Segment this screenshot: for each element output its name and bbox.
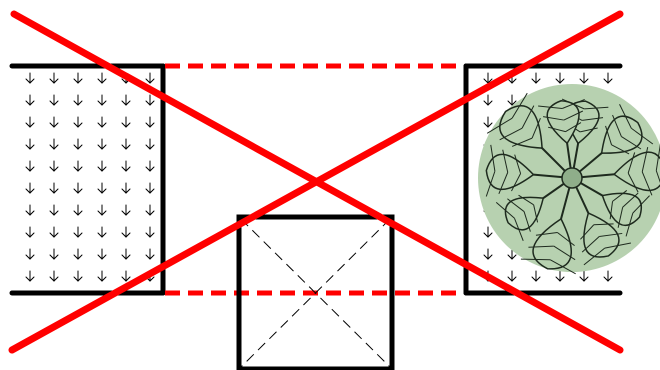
grass-arrow-icon	[531, 270, 541, 282]
grass-arrow-icon	[73, 270, 83, 282]
grass-arrow-icon	[483, 226, 493, 238]
grass-arrow-icon	[25, 270, 35, 282]
grass-arrow-icon	[73, 204, 83, 216]
grass-arrow-icon	[49, 116, 59, 128]
pad-box	[236, 214, 395, 370]
grass-arrow-icon	[121, 248, 131, 260]
grass-arrow-icon	[97, 270, 107, 282]
grass-arrow-icon	[25, 182, 35, 194]
tree-leaf	[485, 144, 573, 197]
grass-arrow-icon	[121, 160, 131, 172]
tree-leaf	[520, 177, 576, 275]
tree-leaf	[486, 92, 573, 179]
grass-arrow-icon	[25, 138, 35, 150]
grass-arrow-icon	[483, 248, 493, 260]
grass-arrow-icon	[121, 226, 131, 238]
grass-arrow-icon	[49, 204, 59, 216]
grass-arrow-icon	[121, 116, 131, 128]
grass-arrow-icon	[507, 248, 517, 260]
removed-segments	[165, 63, 464, 296]
grass-arrow-icon	[97, 160, 107, 172]
grass-arrow-icon	[145, 182, 155, 194]
grass-arrow-icon	[603, 72, 613, 84]
grass-arrow-icon	[97, 204, 107, 216]
wall-lines	[9, 63, 623, 296]
grass-arrow-icon	[145, 226, 155, 238]
tree-leaf	[571, 104, 654, 179]
grass-arrow-icon	[49, 248, 59, 260]
grass-arrow-icon	[97, 248, 107, 260]
grass-arrow-icon	[121, 138, 131, 150]
tree-canopy-icon	[478, 84, 660, 275]
grass-arrow-icon	[73, 248, 83, 260]
grass-arrow-icon	[121, 270, 131, 282]
grass-arrow-icon	[145, 116, 155, 128]
grass-arrow-icon	[49, 270, 59, 282]
grass-arrow-icon	[49, 94, 59, 106]
grass-arrow-icon	[507, 270, 517, 282]
grass-arrow-icon	[145, 204, 155, 216]
grass-arrow-icon	[145, 72, 155, 84]
grass-arrow-icon	[579, 72, 589, 84]
left-grass-pattern	[25, 72, 155, 282]
grass-arrow-icon	[579, 270, 589, 282]
grass-arrow-icon	[49, 226, 59, 238]
grass-arrow-icon	[49, 160, 59, 172]
grass-arrow-icon	[121, 204, 131, 216]
grass-arrow-icon	[97, 94, 107, 106]
tree-leaf	[571, 177, 632, 266]
grass-arrow-icon	[531, 72, 541, 84]
grass-arrow-icon	[73, 72, 83, 84]
grass-arrow-icon	[25, 226, 35, 238]
grass-arrow-icon	[555, 72, 565, 84]
grass-arrow-icon	[145, 248, 155, 260]
grass-arrow-icon	[73, 160, 83, 172]
grass-arrow-icon	[25, 204, 35, 216]
grass-arrow-icon	[97, 72, 107, 84]
tree-trunk	[561, 167, 583, 189]
grass-arrow-icon	[483, 94, 493, 106]
grass-arrow-icon	[73, 226, 83, 238]
grass-arrow-icon	[25, 72, 35, 84]
grass-arrow-icon	[483, 116, 493, 128]
grass-arrow-icon	[555, 270, 565, 282]
tree-leaf	[571, 143, 660, 196]
grass-arrow-icon	[73, 182, 83, 194]
strike-line-b	[8, 10, 624, 354]
grass-arrow-icon	[145, 138, 155, 150]
grass-arrow-icon	[603, 270, 613, 282]
tree-leaf	[538, 98, 585, 179]
grass-arrow-icon	[97, 226, 107, 238]
grass-arrow-icon	[97, 116, 107, 128]
grass-arrow-icon	[73, 94, 83, 106]
grass-arrow-icon	[145, 160, 155, 172]
grass-arrow-icon	[121, 182, 131, 194]
grass-arrow-icon	[49, 72, 59, 84]
grass-arrow-icon	[73, 116, 83, 128]
grass-arrow-icon	[25, 116, 35, 128]
pad-diagonal-b	[240, 218, 391, 368]
left-lawn-bed	[25, 72, 155, 282]
grass-arrow-icon	[121, 94, 131, 106]
grass-arrow-icon	[25, 94, 35, 106]
right-lawn-bed	[478, 72, 660, 282]
tree-leaf	[495, 177, 573, 242]
grass-arrow-icon	[97, 182, 107, 194]
grass-arrow-icon	[49, 138, 59, 150]
grass-arrow-icon	[25, 160, 35, 172]
tree-leaf	[571, 177, 650, 237]
grass-arrow-icon	[97, 138, 107, 150]
strike-x	[8, 10, 624, 354]
pad-outline	[236, 214, 395, 370]
grass-arrow-icon	[507, 94, 517, 106]
grass-arrow-icon	[25, 248, 35, 260]
grass-arrow-icon	[145, 94, 155, 106]
grass-arrow-icon	[73, 138, 83, 150]
grass-arrow-icon	[49, 182, 59, 194]
